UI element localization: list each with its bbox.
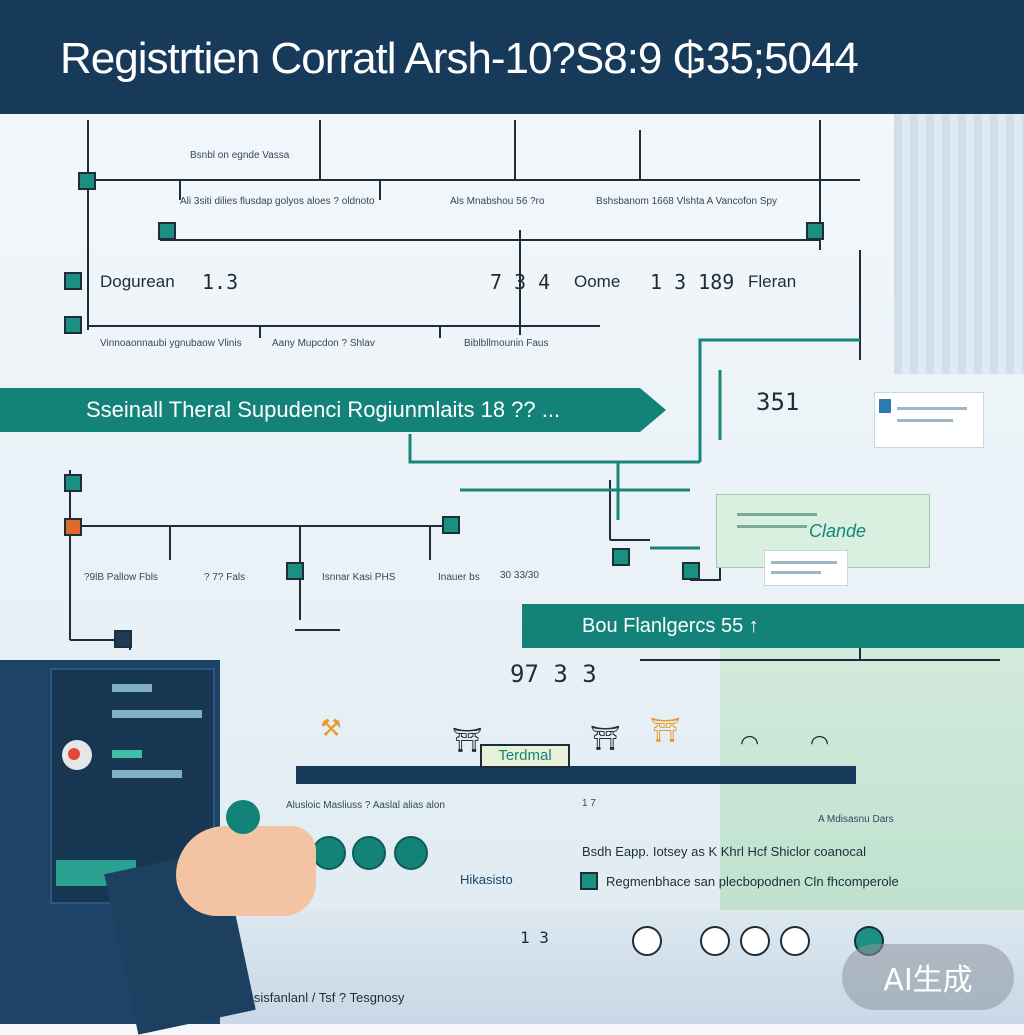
small-card <box>764 550 848 586</box>
dome-icon: ◠ <box>740 730 760 755</box>
node-square-icon <box>442 516 460 534</box>
node-square-icon <box>64 272 82 290</box>
value-row2-c: 1 3 189 <box>650 270 735 294</box>
building-icon: ⛩ <box>590 725 621 752</box>
caption-row8-b: 1 7 <box>582 798 596 809</box>
caption-bottom-a: Bsdh Eapp. Iotsey as K Khrl Hcf Shiclor … <box>582 844 866 859</box>
info-card-right <box>874 392 984 448</box>
crane-icon: ⚒ <box>320 715 342 742</box>
ai-generated-badge: AI生成 <box>842 944 1014 1010</box>
terminal-sign: Terdmal <box>480 744 570 768</box>
caption-bottom-b: Hikasisto <box>460 872 513 887</box>
caption-bottom-c: Regmenbhace san plecbopodnen Cln fhcompe… <box>606 874 899 889</box>
value-bottom-a: 1 3 <box>520 928 549 947</box>
node-square-icon <box>682 562 700 580</box>
caption-row8-a: Alusloic Masliuss ? Aaslal alias alon <box>286 800 445 811</box>
background-building-right <box>894 114 1024 374</box>
caption-row3-a: Vinnoaonnaubi ygnubaow Vlinis <box>100 338 242 349</box>
hand-icon <box>176 826 316 916</box>
building-icon: ⛩ <box>452 727 483 754</box>
node-square-orange-icon <box>64 518 82 536</box>
touch-point-icon <box>226 800 260 834</box>
transit-platform <box>296 766 856 784</box>
screen-icon <box>50 668 215 904</box>
value-row2-a: 1.3 <box>202 270 239 294</box>
node-square-icon <box>158 222 176 240</box>
banner-primary: Sseinall Theral Supudenci Rogiunmlaits 1… <box>0 388 666 432</box>
node-square-icon <box>286 562 304 580</box>
label-row2-mid: Oome <box>574 272 621 291</box>
dome-icon: ◠ <box>810 730 830 755</box>
node-square-icon <box>580 872 598 890</box>
circle-icon <box>700 926 730 956</box>
caption-top-left: Bsnbl on egnde Vassa <box>190 150 290 161</box>
caption-row1-c: Bshsbanom 1668 Vlshta A Vancofon Spy <box>596 196 778 207</box>
circle-arrow-icon[interactable] <box>312 836 346 870</box>
caption-row3-c: Biblbllmounin Faus <box>464 338 549 349</box>
circle-icon <box>632 926 662 956</box>
page-title: Registrtien Corratl Arsh-10?S8:9 ₲35;504… <box>60 34 859 83</box>
value-row2-b: 7 3 4 <box>490 270 551 294</box>
building-icon: ⛩ <box>650 717 681 744</box>
node-square-icon <box>612 548 630 566</box>
banner-secondary: Bou Flanlgercs 55 ↑ <box>522 604 1024 648</box>
node-square-icon <box>806 222 824 240</box>
sign-card-label: Clande <box>809 521 867 541</box>
caption-row1-b: Als Mnabshou 56 ?ro <box>450 196 545 207</box>
circle-icon <box>740 926 770 956</box>
caption-row8-c: A Mdisasnu Dars <box>818 814 894 825</box>
node-square-dark-icon <box>114 630 132 648</box>
value-351: 351 <box>756 388 800 416</box>
label-dogurean: Dogurean <box>100 272 175 291</box>
value-9733: 97 3 3 <box>510 660 597 688</box>
caption-row3-b: Aany Mupcdon ? Shlav <box>272 338 375 349</box>
node-square-icon <box>64 474 82 492</box>
caption-row5-a: ?9lB Pallow Fbls <box>84 572 158 583</box>
caption-row5-c: Isnnar Kasi PHS <box>322 572 396 583</box>
circle-arrow-icon[interactable] <box>352 836 386 870</box>
node-square-icon <box>78 172 96 190</box>
caption-footer: Bs Shnsisfanlanl / Tsf ? Tesgnosy <box>212 990 405 1005</box>
caption-row5-b: ? 7? Fals <box>204 572 246 583</box>
circle-icon <box>780 926 810 956</box>
caption-row5-e: 30 33/30 <box>500 570 539 581</box>
label-row2-right: Fleran <box>748 272 797 291</box>
circle-arrow-icon[interactable] <box>394 836 428 870</box>
title-bar: Registrtien Corratl Arsh-10?S8:9 ₲35;504… <box>0 0 1024 114</box>
node-square-icon <box>64 316 82 334</box>
caption-row5-d: Inauer bs <box>438 572 480 583</box>
caption-row1-a: Ali 3siti dilies flusdap golyos aloes ? … <box>180 196 375 207</box>
